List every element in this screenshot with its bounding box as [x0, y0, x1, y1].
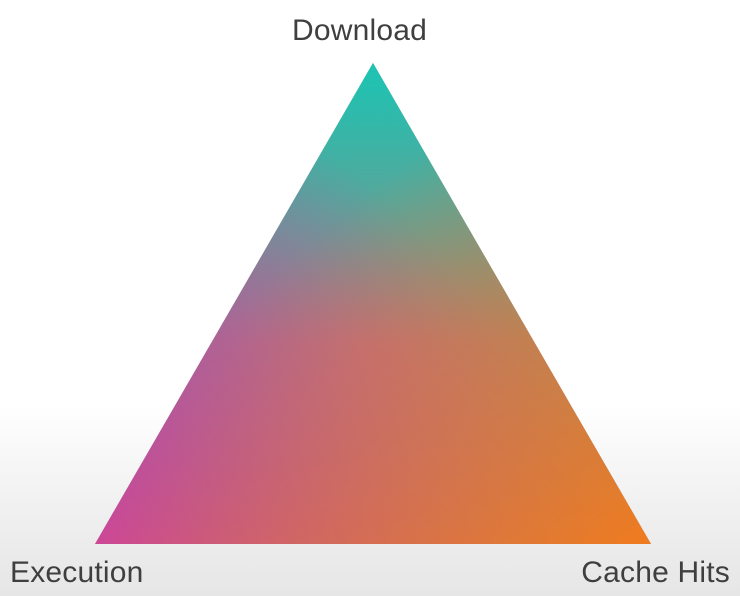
execution-label: Execution [10, 556, 144, 589]
triangle-blend-right [95, 63, 651, 544]
cache-hits-label: Cache Hits [581, 556, 730, 589]
download-label: Download [292, 14, 428, 47]
